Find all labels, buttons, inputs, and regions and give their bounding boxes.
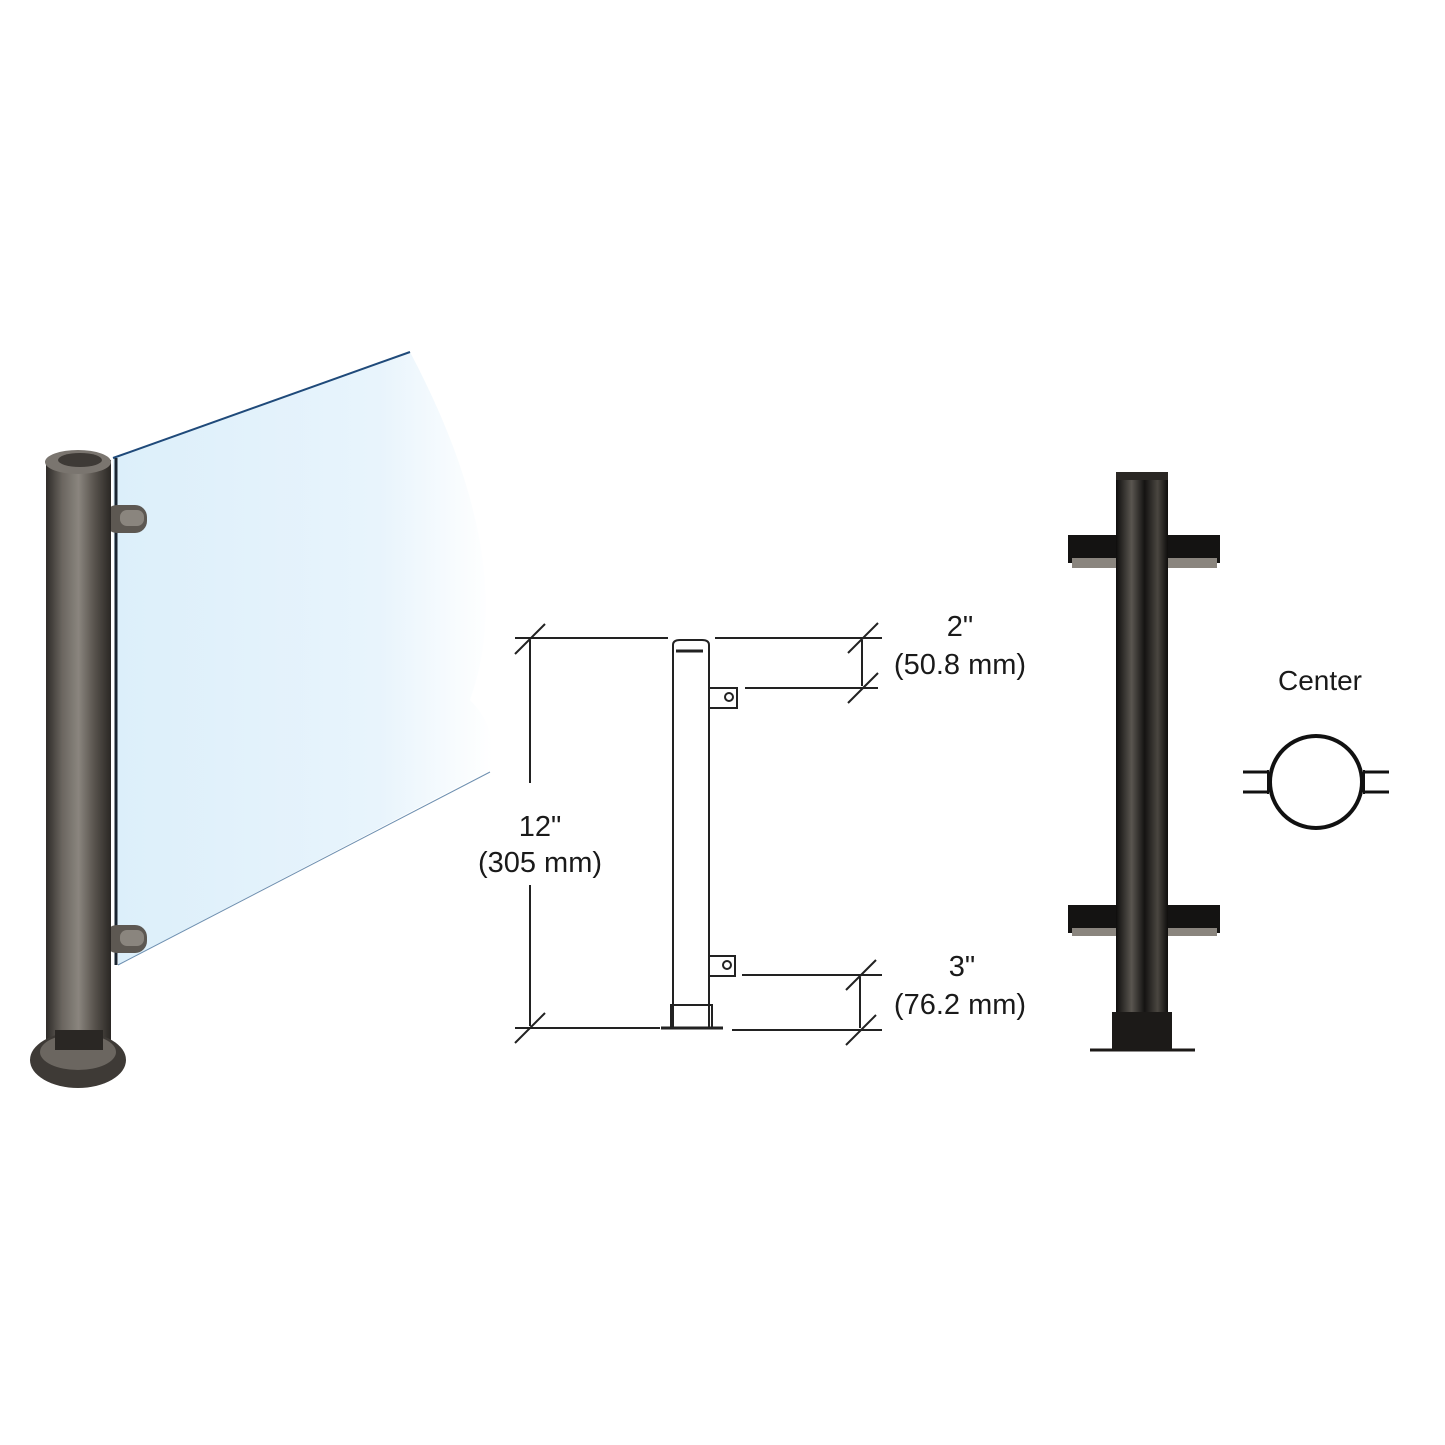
dimensioned-post-drawing — [514, 622, 882, 1046]
post — [46, 460, 111, 1040]
center-section-icon — [1243, 734, 1389, 830]
bottom-offset-metric-label: (76.2 mm) — [893, 989, 1027, 1021]
height-imperial-label: 12" — [518, 811, 562, 843]
post-with-glass-illustration — [30, 351, 493, 1088]
height-metric-label: (305 mm) — [477, 847, 603, 879]
center-post-illustration — [1068, 472, 1220, 1052]
glass-panel — [113, 352, 493, 965]
top-offset-metric-label: (50.8 mm) — [893, 649, 1027, 681]
bottom-offset-imperial-label: 3" — [948, 951, 976, 983]
top-offset-imperial-label: 2" — [946, 611, 974, 643]
center-post — [1116, 472, 1168, 1022]
center-view-label: Center — [1277, 665, 1363, 696]
